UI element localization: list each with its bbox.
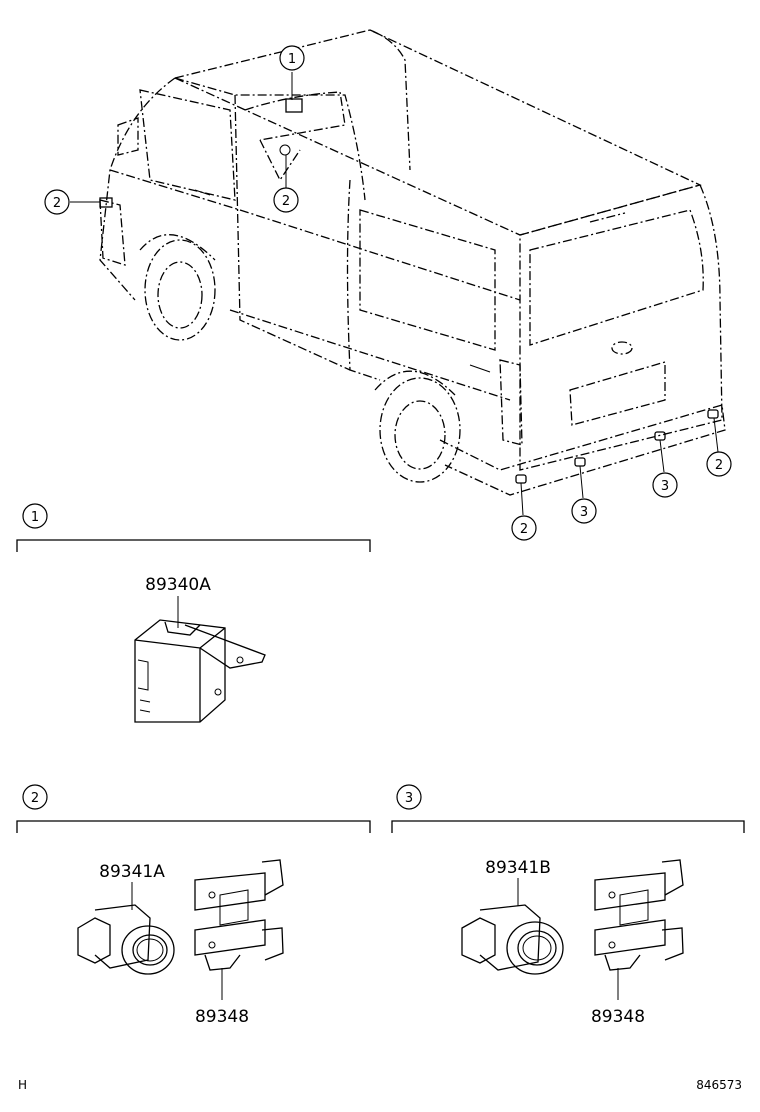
- sonar-sensor-a: [77, 904, 175, 975]
- section-3-callout: 3: [396, 784, 422, 810]
- footer-left-code: H: [18, 1078, 27, 1092]
- sensor-retainer-a: [194, 859, 284, 971]
- van-illustration: [99, 29, 726, 496]
- van-callout-2-dash: 2: [273, 187, 299, 213]
- svg-text:1: 1: [288, 52, 296, 67]
- van-leader-lines: [70, 72, 719, 516]
- svg-text:2: 2: [53, 196, 61, 211]
- van-callout-2-rear-right: 2: [706, 451, 732, 477]
- section-3-bracket-line: [391, 820, 745, 833]
- van-callout-3-rear-right: 3: [652, 472, 678, 498]
- sensor-retainer-b: [594, 859, 684, 971]
- part-number-bracket-b: 89348: [591, 1007, 645, 1027]
- part-number-bracket-a: 89348: [195, 1007, 249, 1027]
- sonar-sensor-b: [461, 904, 564, 975]
- van-callout-2-rear-left: 2: [511, 515, 537, 541]
- svg-text:3: 3: [661, 479, 669, 494]
- van-callout-1: 1: [279, 45, 305, 71]
- svg-text:1: 1: [31, 510, 39, 525]
- svg-text:2: 2: [520, 522, 528, 537]
- svg-text:3: 3: [580, 505, 588, 520]
- section-2-callout: 2: [22, 784, 48, 810]
- van-callout-2-front: 2: [44, 189, 70, 215]
- clearance-sonar-computer: [134, 619, 266, 723]
- section-2-bracket-line: [16, 820, 371, 833]
- part-number-sensor-a: 89341A: [99, 862, 165, 882]
- section-1-callout: 1: [22, 503, 48, 529]
- van-callout-3-rear-left: 3: [571, 498, 597, 524]
- part-number-computer: 89340A: [145, 575, 211, 595]
- svg-text:2: 2: [715, 458, 723, 473]
- section-1-bracket-line: [16, 539, 371, 552]
- svg-text:3: 3: [405, 791, 413, 806]
- svg-text:2: 2: [282, 194, 290, 209]
- figure-number: 846573: [696, 1078, 742, 1092]
- part-number-sensor-b: 89341B: [485, 858, 551, 878]
- svg-text:2: 2: [31, 791, 39, 806]
